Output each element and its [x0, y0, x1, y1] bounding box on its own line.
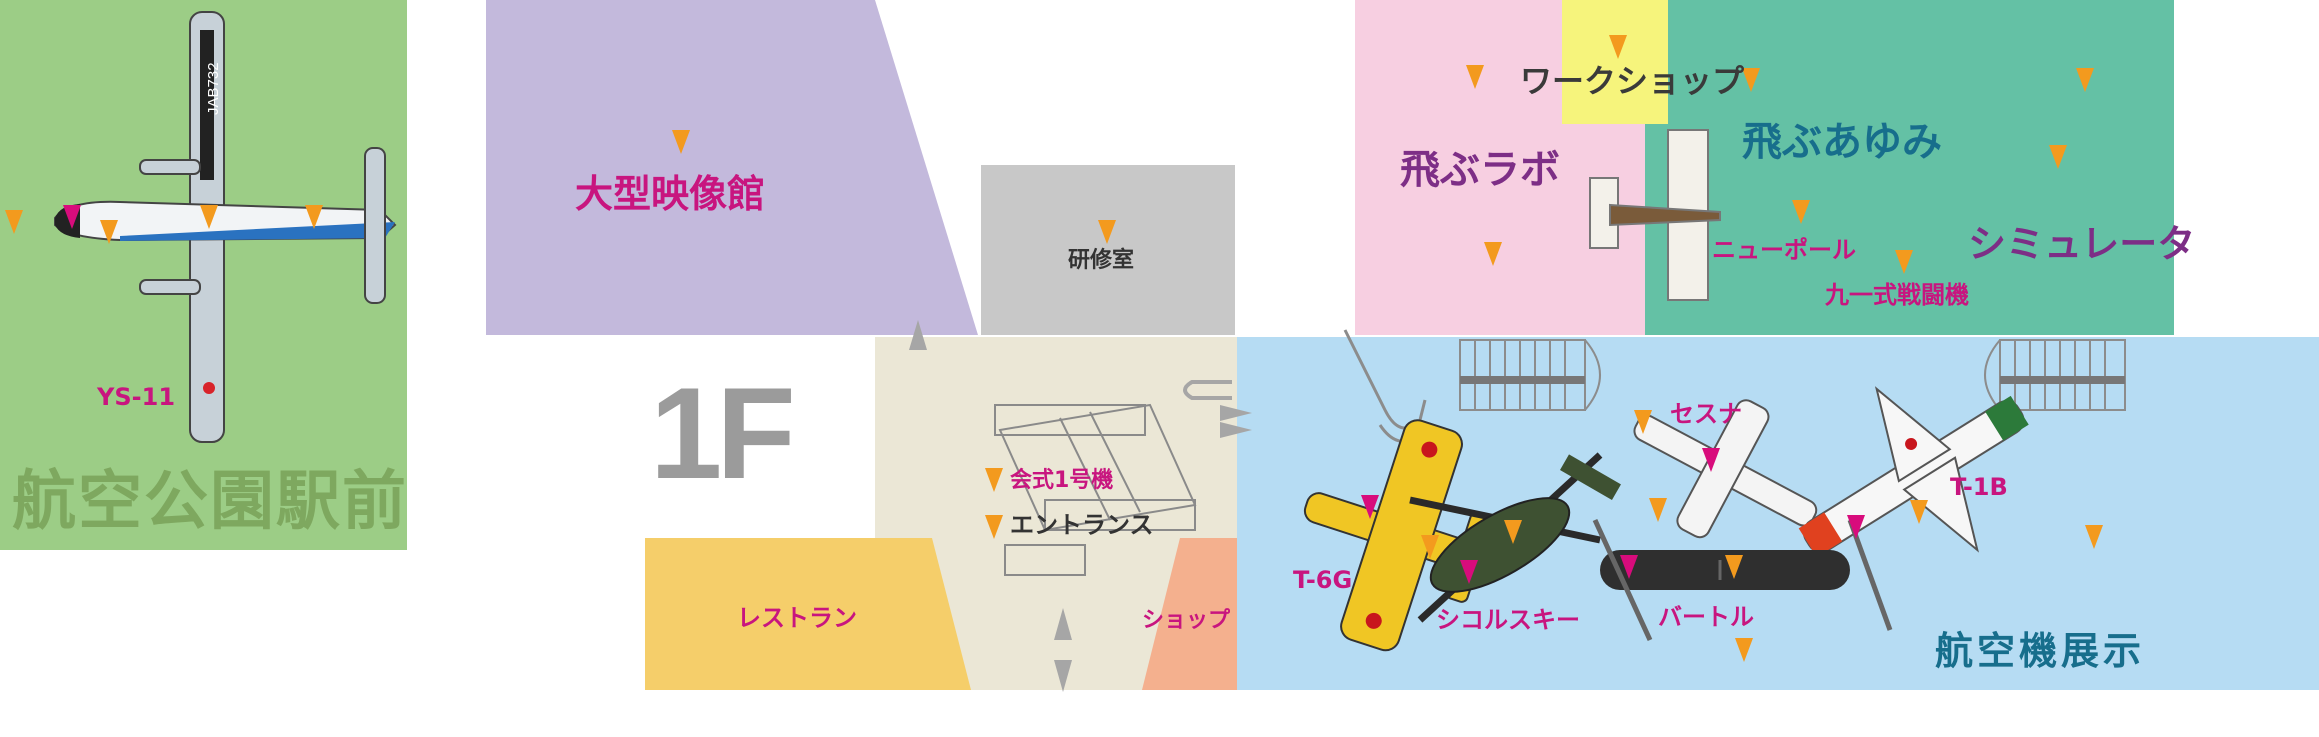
ys11-label[interactable]: YS-11	[97, 383, 176, 411]
location-pin-icon	[1895, 250, 1913, 274]
location-pin-icon	[1609, 35, 1627, 59]
helicopter-icon	[1592, 518, 1893, 642]
shop-name[interactable]: ショップ	[1142, 608, 1231, 633]
theater-name[interactable]: 大型映像館	[575, 172, 766, 216]
location-pin-icon	[1466, 65, 1484, 89]
stairs-icon	[1984, 339, 2126, 411]
location-pin-icon	[100, 220, 118, 244]
sikorsky-label[interactable]: シコルスキー	[1436, 606, 1580, 634]
svg-text:JAB732: JAB732	[205, 62, 222, 115]
location-pin-icon	[1910, 500, 1928, 524]
location-pin-icon	[1649, 498, 1667, 522]
location-pin-icon	[2076, 68, 2094, 92]
location-pin-icon	[985, 515, 1003, 539]
entrance-name[interactable]: エントランス	[1010, 511, 1154, 539]
cessna-label[interactable]: セスナ	[1670, 400, 1742, 428]
elevator-icon	[1183, 380, 1232, 400]
location-pin-icon	[200, 205, 218, 229]
zone-training-room[interactable]	[981, 165, 1235, 335]
escalator-arrow-icon	[909, 320, 927, 350]
location-pin-icon	[1702, 448, 1720, 472]
nieuport-label[interactable]: ニューポール	[1712, 236, 1856, 264]
lab-name[interactable]: 飛ぶラボ	[1400, 147, 1560, 193]
type91-label[interactable]: 九一式戦闘機	[1825, 281, 1969, 309]
location-pin-icon	[1421, 535, 1439, 559]
location-pin-icon	[63, 205, 81, 229]
t1b-label[interactable]: T-1B	[1950, 473, 2008, 501]
escalator-arrow-icon	[1054, 608, 1072, 640]
airplane-icon	[1798, 386, 2029, 558]
location-pin-icon	[2085, 525, 2103, 549]
escalator-arrow-icon	[1220, 405, 1252, 421]
airplane-icon	[1589, 129, 1721, 301]
escalator-arrow-icon	[1220, 422, 1252, 438]
location-pin-icon	[1742, 68, 1760, 92]
location-pin-icon	[2049, 145, 2067, 169]
location-pin-icon	[5, 210, 23, 234]
vertol-label[interactable]: バートル	[1658, 603, 1754, 631]
zone-workshop[interactable]	[1562, 0, 1668, 124]
airplane-icon	[994, 403, 1197, 576]
t6g-label[interactable]: T-6G	[1293, 566, 1353, 594]
location-pin-icon	[672, 130, 690, 154]
location-pin-icon	[1098, 220, 1116, 244]
location-pin-icon	[1735, 638, 1753, 662]
location-pin-icon	[1725, 555, 1743, 579]
exhibition-name[interactable]: 航空機展示	[1935, 629, 2146, 673]
stairs-icon	[1459, 339, 1601, 411]
station-name[interactable]: 航空公園駅前	[12, 465, 408, 539]
location-pin-icon	[305, 205, 323, 229]
location-pin-icon	[1460, 560, 1478, 584]
location-pin-icon	[1792, 200, 1810, 224]
floor-label: 1F	[650, 360, 796, 506]
location-pin-icon	[1361, 495, 1379, 519]
location-pin-icon	[1847, 515, 1865, 539]
location-pin-icon	[1504, 520, 1522, 544]
location-pin-icon	[1484, 242, 1502, 266]
location-pin-icon	[1634, 410, 1652, 434]
ayumi-name[interactable]: 飛ぶあゆみ	[1742, 119, 1942, 165]
restaurant-name[interactable]: レストラン	[737, 604, 857, 632]
simulator-name[interactable]: シミュレータ	[1968, 222, 2196, 266]
kaishiki-label[interactable]: 会式1号機	[1010, 468, 1114, 493]
workshop-name[interactable]: ワークショップ	[1520, 62, 1745, 100]
escalator-arrow-icon	[1054, 660, 1072, 692]
location-pin-icon	[1620, 555, 1638, 579]
training-room-name[interactable]: 研修室	[1068, 248, 1135, 273]
location-pin-icon	[985, 468, 1003, 492]
